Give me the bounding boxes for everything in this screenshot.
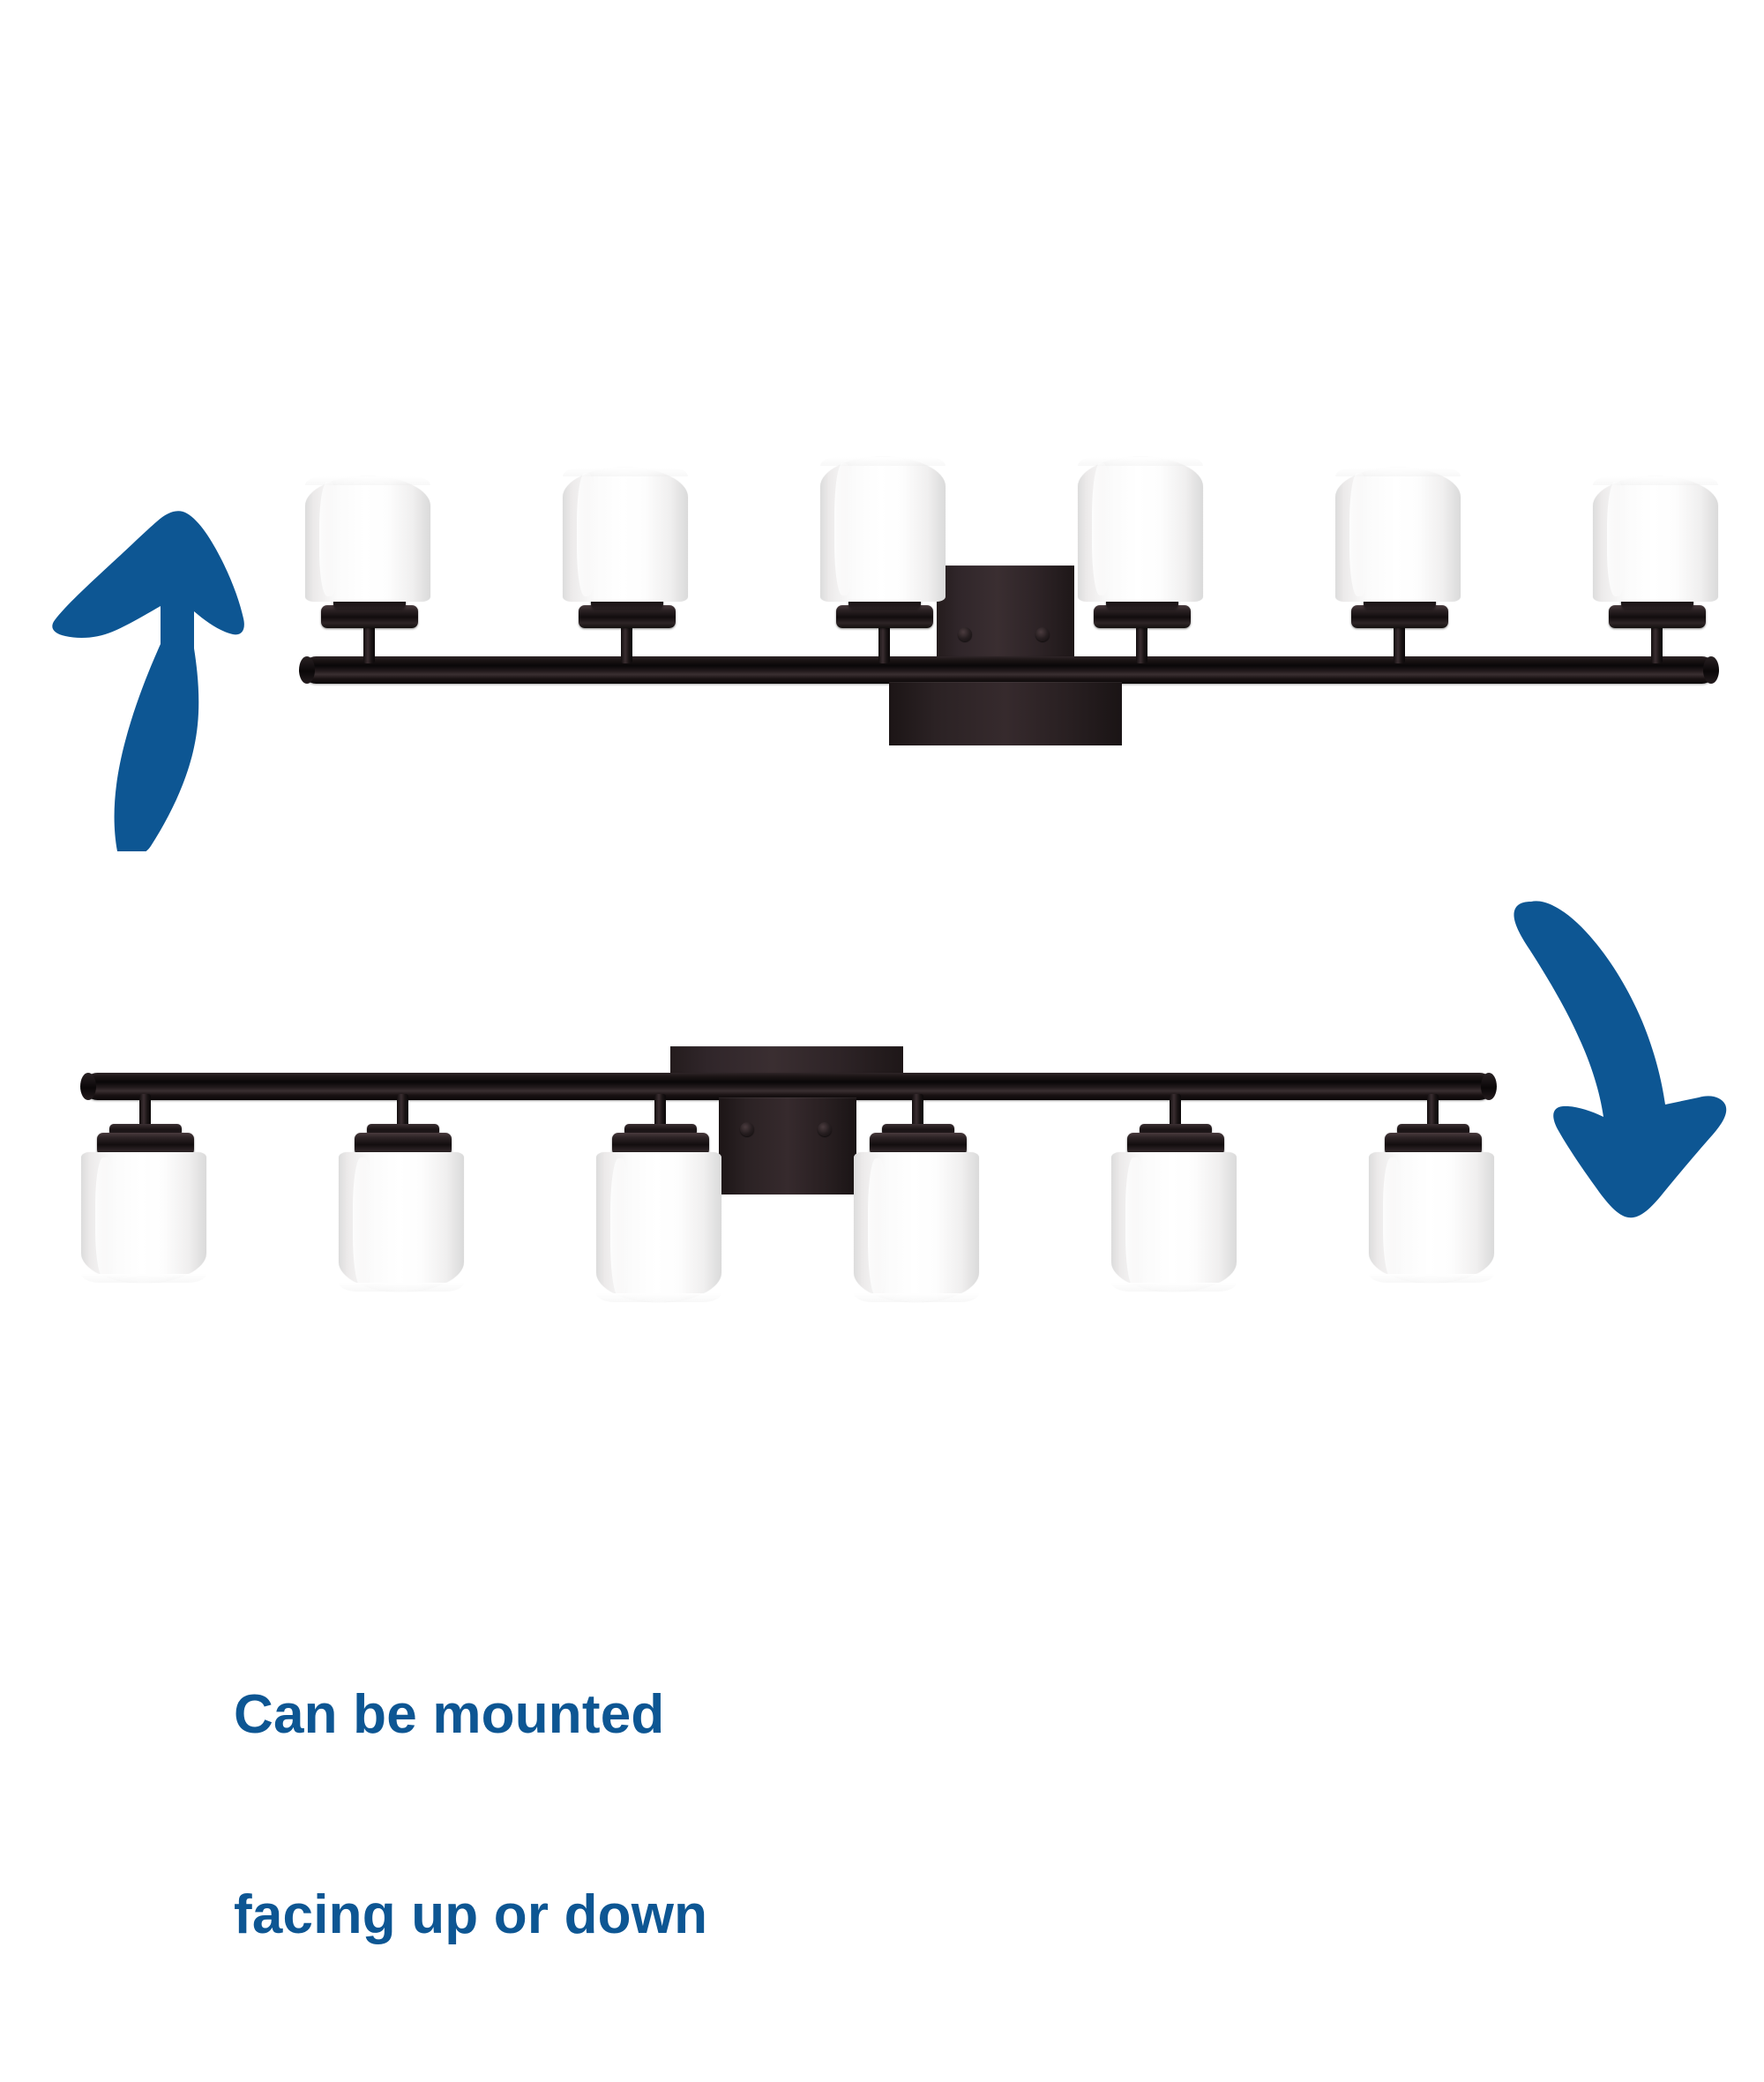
shade-rim: [339, 1283, 464, 1292]
caption-line-1: Can be mounted: [234, 1684, 665, 1746]
backplate-screw: [818, 1122, 832, 1136]
shade-3: [596, 1152, 721, 1302]
socket-cap: [321, 605, 418, 628]
shade-rim: [81, 1274, 206, 1283]
shade-highlight: [94, 1157, 116, 1278]
curved-down-arrow-icon: [1491, 882, 1764, 1235]
shade-6: [1369, 1152, 1494, 1283]
support-bar: [80, 1073, 1497, 1100]
socket-cap: [1609, 605, 1706, 628]
socket-cap: [836, 605, 933, 628]
socket-stem: [363, 625, 375, 663]
shade-1: [81, 1152, 206, 1283]
shade-rim: [1111, 1283, 1237, 1292]
infographic-canvas: Can be mounted facing up or down: [26, 457, 1764, 1945]
shade-highlight: [1382, 1157, 1403, 1278]
shade-5: [1111, 1152, 1237, 1292]
mounting-backplate: [937, 565, 1074, 661]
socket-cap: [1094, 605, 1191, 628]
shade-rim: [596, 1293, 721, 1302]
socket-cap: [1127, 1133, 1224, 1156]
socket-stem: [654, 1094, 666, 1133]
support-bar: [299, 656, 1719, 684]
socket-stem: [139, 1094, 151, 1133]
shade-highlight: [609, 1157, 631, 1297]
shade-4: [854, 1152, 979, 1302]
mounting-backplate: [719, 1097, 856, 1195]
socket-cap: [97, 1133, 194, 1156]
socket-stem: [912, 1094, 923, 1133]
shade-2: [339, 1152, 464, 1292]
caption-line-2: facing up or down: [234, 1884, 708, 1946]
curved-up-arrow-icon: [26, 472, 309, 851]
socket-cap: [355, 1133, 452, 1156]
socket-stem: [1394, 625, 1405, 663]
shade-highlight: [1125, 1157, 1146, 1286]
backplate-screw: [958, 627, 972, 641]
socket-cap: [612, 1133, 709, 1156]
socket-cap: [1385, 1133, 1482, 1156]
shade-highlight: [867, 1157, 888, 1297]
backplate-screw: [1035, 627, 1050, 641]
shade-rim: [1369, 1274, 1494, 1283]
socket-stem: [1651, 625, 1663, 663]
socket-stem: [1170, 1094, 1181, 1133]
socket-stem: [878, 625, 890, 663]
socket-stem: [397, 1094, 408, 1133]
shade-rim: [854, 1293, 979, 1302]
socket-stem: [621, 625, 632, 663]
socket-stem: [1136, 625, 1147, 663]
caption-block: Can be mounted facing up or down: [234, 1548, 957, 2082]
socket-cap: [870, 1133, 967, 1156]
vanity-light-facing-down: [80, 1046, 1497, 1302]
shade-highlight: [352, 1157, 373, 1286]
socket-cap: [579, 605, 676, 628]
socket-cap: [1351, 605, 1448, 628]
socket-stem: [1427, 1094, 1439, 1133]
backplate-screw: [740, 1122, 754, 1136]
mounting-backplate-lower: [889, 682, 1122, 745]
